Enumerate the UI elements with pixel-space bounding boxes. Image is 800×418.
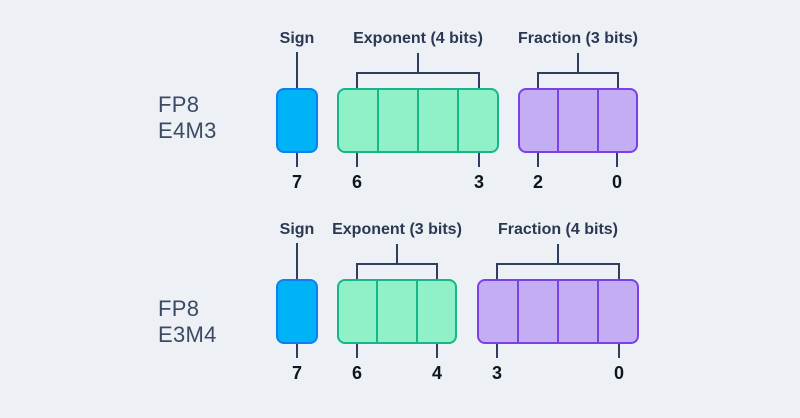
exponent-bit-cell xyxy=(457,90,497,151)
exponent-bit-cell xyxy=(339,281,376,342)
exponent-msb-index: 6 xyxy=(351,172,363,192)
sign-connector-line xyxy=(296,52,298,88)
fraction-bit-cell xyxy=(520,90,557,151)
fraction-bracket xyxy=(537,72,619,88)
sign-bit-index: 7 xyxy=(291,363,303,383)
bit-index-tick xyxy=(496,344,498,358)
exponent-bracket-stem xyxy=(396,244,398,263)
exponent-bit-cell xyxy=(415,281,455,342)
exponent-field-label: Exponent (4 bits) xyxy=(353,30,483,47)
fraction-msb-index: 2 xyxy=(532,172,544,192)
fraction-bracket-stem xyxy=(577,53,579,72)
fraction-bit-cell xyxy=(597,281,637,342)
fraction-bits-box xyxy=(518,88,638,153)
exponent-bracket xyxy=(356,72,480,88)
sign-bit-box xyxy=(276,88,318,153)
format-name: FP8 E3M4 xyxy=(158,296,217,348)
bit-index-tick xyxy=(356,344,358,358)
fraction-bracket-stem xyxy=(557,244,559,263)
fraction-lsb-index: 0 xyxy=(611,172,623,192)
fraction-field-label: Fraction (3 bits) xyxy=(517,30,639,47)
sign-field-label: Sign xyxy=(279,30,315,47)
bit-index-tick xyxy=(537,153,539,167)
exponent-bit-cell xyxy=(376,281,415,342)
exponent-msb-index: 6 xyxy=(351,363,363,383)
fraction-bit-cell xyxy=(557,281,597,342)
format-name-line1: FP8 xyxy=(158,92,200,117)
exponent-lsb-index: 4 xyxy=(431,363,443,383)
format-name-line2: E4M3 xyxy=(158,118,217,143)
exponent-bracket-stem xyxy=(417,53,419,72)
exponent-bit-cell xyxy=(377,90,417,151)
format-name-line2: E3M4 xyxy=(158,322,217,347)
bit-index-tick xyxy=(436,344,438,358)
fraction-bits-box xyxy=(477,279,639,344)
fraction-msb-index: 3 xyxy=(491,363,503,383)
sign-bit-box xyxy=(276,279,318,344)
fraction-bit-cell xyxy=(479,281,517,342)
exponent-field-label: Exponent (3 bits) xyxy=(332,221,462,238)
fraction-lsb-index: 0 xyxy=(613,363,625,383)
bit-index-tick xyxy=(296,153,298,167)
exponent-bracket xyxy=(356,263,438,279)
exponent-lsb-index: 3 xyxy=(473,172,485,192)
fraction-bit-cell xyxy=(517,281,557,342)
exponent-bits-box xyxy=(337,88,499,153)
format-name: FP8 E4M3 xyxy=(158,92,217,144)
sign-field-label: Sign xyxy=(279,221,315,238)
exponent-bits-box xyxy=(337,279,457,344)
bit-index-tick xyxy=(616,153,618,167)
bit-index-tick xyxy=(296,344,298,358)
sign-connector-line xyxy=(296,243,298,279)
bit-index-tick xyxy=(618,344,620,358)
fraction-bit-cell xyxy=(557,90,596,151)
format-name-line1: FP8 xyxy=(158,296,200,321)
fraction-bit-cell xyxy=(596,90,636,151)
fraction-field-label: Fraction (4 bits) xyxy=(497,221,619,238)
exponent-bit-cell xyxy=(417,90,457,151)
exponent-bit-cell xyxy=(339,90,377,151)
fraction-bracket xyxy=(496,263,620,279)
bit-index-tick xyxy=(356,153,358,167)
sign-bit-index: 7 xyxy=(291,172,303,192)
bit-index-tick xyxy=(478,153,480,167)
